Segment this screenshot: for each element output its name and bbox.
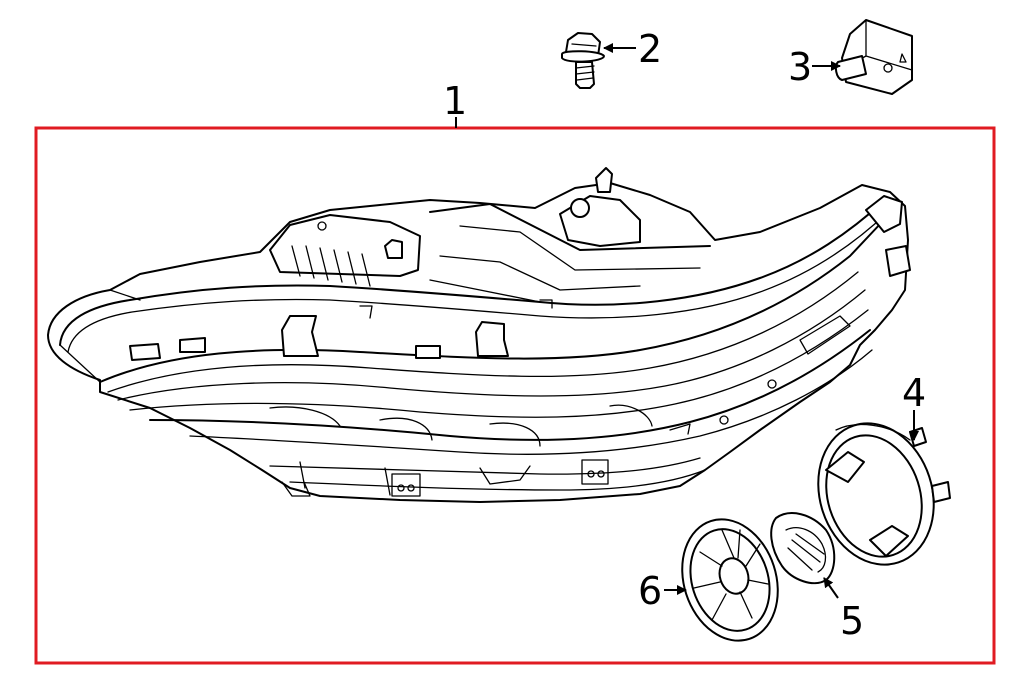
dust-cover-drawing <box>681 518 779 642</box>
callout-2-label: 2 <box>638 27 662 71</box>
headlamp-assembly-drawing <box>47 167 911 503</box>
callout-arrows <box>603 43 919 599</box>
callout-1-label: 1 <box>443 79 467 123</box>
callout-6-label: 6 <box>638 569 662 613</box>
bolt-drawing <box>561 32 605 89</box>
assembly-frame <box>34 126 996 665</box>
cap-seal-drawing <box>770 512 836 585</box>
callout-4-label: 4 <box>902 371 926 415</box>
bracket-drawing <box>834 19 913 95</box>
callout-5-label: 5 <box>840 599 864 643</box>
callout-3-label: 3 <box>788 45 812 89</box>
socket-ring-drawing <box>817 422 951 566</box>
callout-5-arrow <box>823 577 839 599</box>
